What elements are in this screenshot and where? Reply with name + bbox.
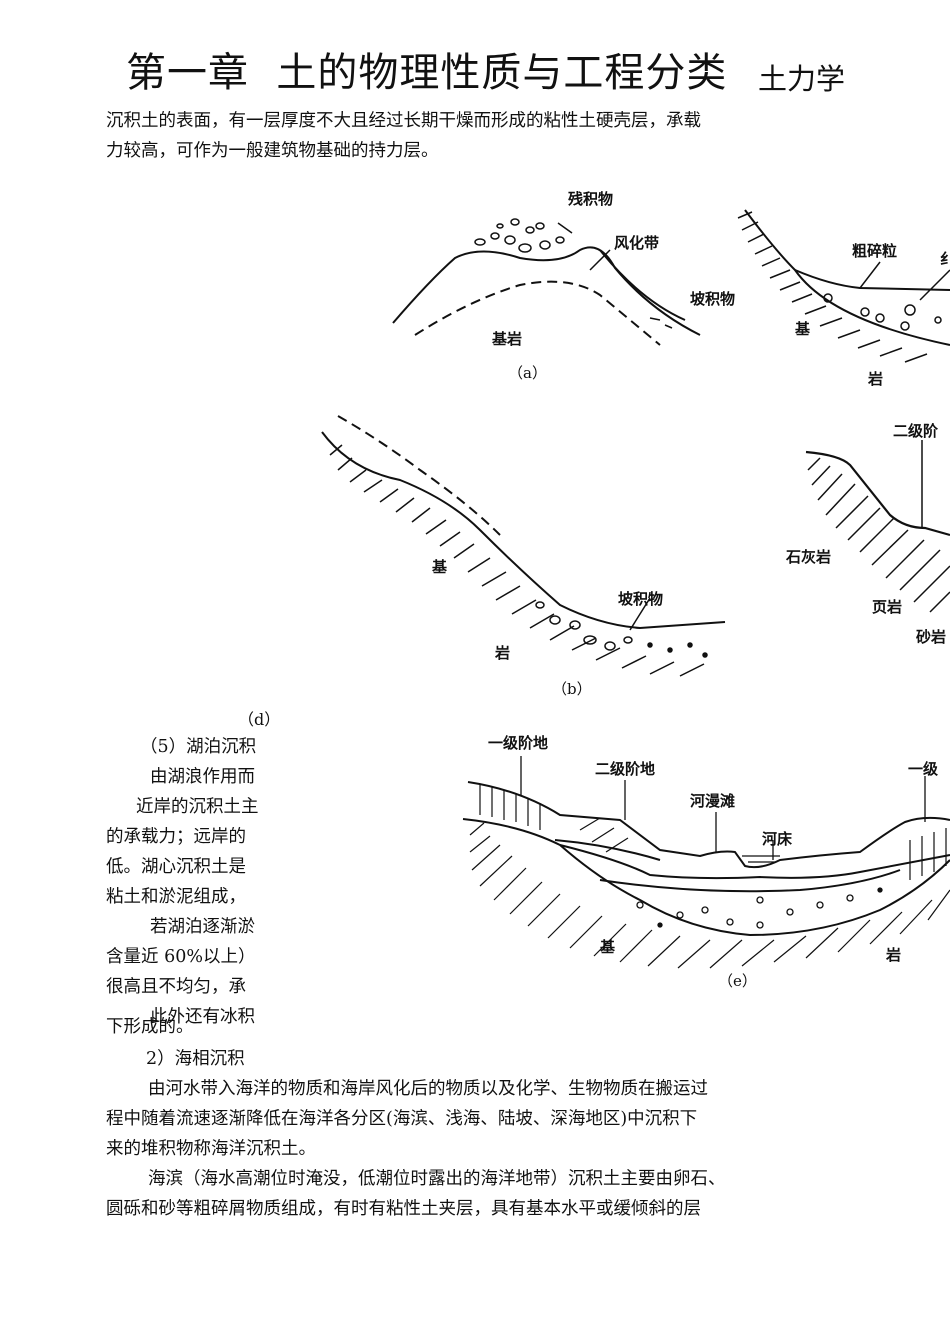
intro-paragraph: 沉积土的表面，有一层厚度不大且经过长期干燥而形成的粘性土硬壳层，承载 力较高，可… xyxy=(106,106,701,166)
label-coarse: 粗碎粒 xyxy=(852,242,898,260)
left-line: 近岸的沉积土主 xyxy=(136,797,259,817)
label-colluvium-b: 坡积物 xyxy=(618,590,664,608)
left-column-clipped: （d） （5）湖泊沉积 由湖浪作用而 近岸的沉积土主 的承载力；远岸的 低。湖心… xyxy=(100,708,284,1048)
figure-a-caption: （a） xyxy=(508,364,547,382)
intro-line: 力较高，可作为一般建筑物基础的持力层。 xyxy=(106,141,439,161)
label-second-terrace-e: 二级阶地 xyxy=(595,760,656,778)
d-caption-left: （d） xyxy=(238,710,281,729)
left-line: 此外还有冰积 xyxy=(150,1007,255,1027)
chapter-title: 第一章 土的物理性质与工程分类 xyxy=(126,50,728,96)
label-shale: 页岩 xyxy=(872,598,903,616)
label-partial: 纟 xyxy=(940,250,950,268)
label-yan-b: 岩 xyxy=(495,644,511,662)
section-heading-marine: 2）海相沉积 xyxy=(146,1049,245,1069)
figure-d-drawing xyxy=(805,440,950,613)
subject-label: 土力学 xyxy=(758,62,846,96)
left-line: 很高且不均匀，承 xyxy=(106,977,246,997)
figure-e-drawing xyxy=(462,756,950,969)
body-line: 由河水带入海洋的物质和海岸风化后的物质以及化学、生物物质在搬运过 xyxy=(148,1079,708,1099)
left-line: 含量近 60%以上） xyxy=(106,947,256,967)
lake-heading: （5）湖泊沉积 xyxy=(140,737,257,757)
label-weathered: 风化带 xyxy=(614,234,660,252)
body-paragraph: 由河水带入海洋的物质和海岸风化后的物质以及化学、生物物质在搬运过 程中随着流速逐… xyxy=(106,1074,726,1224)
figure-b-drawing xyxy=(321,415,726,677)
body-line: 程中随着流速逐渐降低在海洋各分区(海滨、浅海、陆坡、深海地区)中沉积下 xyxy=(106,1109,698,1129)
label-ji-e: 基 xyxy=(600,938,616,956)
left-line: 由湖浪作用而 xyxy=(150,767,255,787)
figure-e-caption: （e） xyxy=(718,972,757,990)
left-line: 的承载力；远岸的 xyxy=(106,827,246,847)
label-ji-c: 基 xyxy=(795,320,811,338)
figure-c-drawing xyxy=(737,209,950,363)
label-yan-c: 岩 xyxy=(868,370,884,388)
label-residual: 残积物 xyxy=(568,190,614,208)
label-ji-b: 基 xyxy=(432,558,448,576)
label-sandstone: 砂岩 xyxy=(916,628,947,646)
label-bedrock: 基岩 xyxy=(492,330,523,348)
label-second-terrace-d: 二级阶 xyxy=(893,422,939,440)
left-line: 若湖泊逐渐淤 xyxy=(150,917,255,937)
figure-b-caption: （b） xyxy=(552,680,592,698)
left-line: 低。湖心沉积土是 xyxy=(106,857,246,877)
label-limestone: 石灰岩 xyxy=(786,548,832,566)
intro-line: 沉积土的表面，有一层厚度不大且经过长期干燥而形成的粘性土硬壳层，承载 xyxy=(106,111,701,131)
label-first-terrace-right: 一级 xyxy=(908,760,939,778)
body-line: 圆砾和砂等粗碎屑物质组成，有时有粘性土夹层，具有基本水平或缓倾斜的层 xyxy=(106,1199,701,1219)
figure-a-drawing xyxy=(392,218,701,346)
body-line: 来的堆积物称海洋沉积土。 xyxy=(106,1139,316,1159)
body-line: 海滨（海水高潮位时淹没，低潮位时露出的海洋地带）沉积土主要由卵石、 xyxy=(148,1169,726,1189)
label-floodplain: 河漫滩 xyxy=(690,792,736,810)
left-line-last: 下形成的。 xyxy=(106,1017,194,1037)
label-riverbed: 河床 xyxy=(762,830,793,848)
label-first-terrace: 一级阶地 xyxy=(488,734,549,752)
label-yan-e: 岩 xyxy=(886,946,902,964)
left-line: 粘土和淤泥组成， xyxy=(106,887,246,907)
label-colluvium-a: 坡积物 xyxy=(690,290,736,308)
